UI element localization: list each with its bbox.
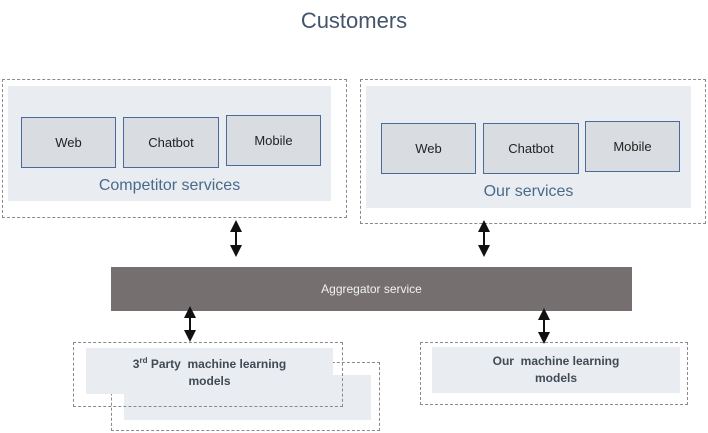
third-party-ml-line1: Party machine learning [147, 357, 287, 371]
our-chatbot-label: Chatbot [508, 141, 554, 156]
our-ml-box: Our machine learning models [432, 347, 680, 393]
our-mobile-box: Mobile [585, 121, 680, 172]
competitor-mobile-label: Mobile [254, 133, 293, 148]
competitor-services-label: Competitor services [98, 177, 241, 194]
third-party-ml-front-frame [73, 342, 343, 407]
third-party-ml-prefix: 3 [132, 357, 140, 371]
our-services-label: Our services [483, 183, 574, 200]
competitor-web-box: Web [21, 117, 116, 168]
our-chatbot-box: Chatbot [483, 123, 579, 174]
aggregator-service-bar: Aggregator service [111, 267, 632, 311]
our-mobile-label: Mobile [613, 139, 652, 154]
our-ml-frame [420, 342, 688, 405]
our-ml-line1: Our machine learning [492, 354, 620, 368]
competitor-chatbot-label: Chatbot [148, 135, 194, 150]
third-party-ml-box: 3rd Party machine learning models [86, 348, 333, 394]
third-party-ml-line2: models [188, 374, 231, 388]
diagram-title: Customers [300, 8, 408, 33]
third-party-ml-superscript: rd [139, 356, 148, 365]
our-services-group [360, 79, 706, 224]
competitor-web-label: Web [55, 135, 82, 150]
our-web-box: Web [381, 123, 476, 174]
our-web-label: Web [415, 141, 442, 156]
our-ml-line2: models [534, 371, 577, 385]
aggregator-service-label: Aggregator service [321, 282, 422, 296]
competitor-chatbot-box: Chatbot [123, 117, 219, 168]
competitor-services-group [2, 79, 347, 218]
competitor-mobile-box: Mobile [226, 115, 321, 166]
